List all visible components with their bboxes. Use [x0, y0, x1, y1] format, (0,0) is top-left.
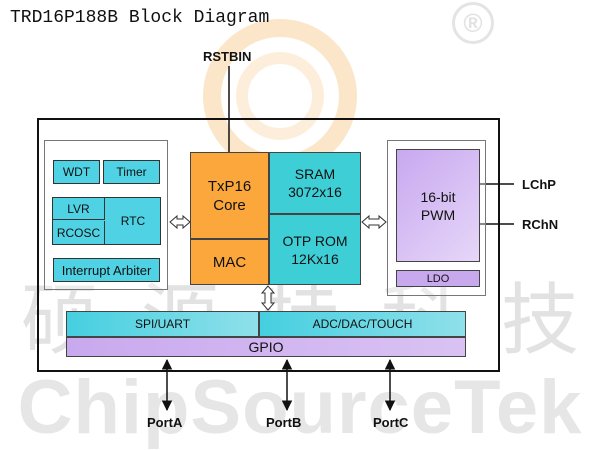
- rcosc-module: RCOSC: [53, 221, 105, 244]
- adc-dac-touch-bus: ADC/DAC/TOUCH: [259, 311, 466, 337]
- ldo-module: LDO: [396, 270, 480, 287]
- right-double-arrow: [361, 214, 387, 230]
- wdt-module: WDT: [53, 160, 100, 184]
- rtc-module: RTC: [106, 198, 160, 244]
- rstbin-label: RSTBIN: [203, 49, 252, 64]
- rchn-label: RChN: [522, 217, 559, 232]
- timer-module: Timer: [103, 160, 160, 184]
- interrupt-arbiter-module: Interrupt Arbiter: [53, 258, 160, 282]
- otp-rom-module: OTP ROM 12Kx16: [269, 214, 361, 285]
- registered-trademark-watermark: ®: [452, 2, 494, 44]
- cpu-core-line1: TxP16: [207, 177, 252, 195]
- portc-label: PortC: [373, 415, 409, 430]
- spi-uart-bus: SPI/UART: [66, 311, 259, 337]
- otp-rom-line2: 12Kx16: [291, 250, 339, 267]
- mac-module: MAC: [190, 239, 269, 285]
- gpio-bus: GPIO: [66, 337, 466, 357]
- otp-rom-line1: OTP ROM: [282, 232, 348, 249]
- watermark-char: 技: [500, 276, 579, 366]
- portb-label: PortB: [266, 415, 302, 430]
- porta-label: PortA: [147, 415, 183, 430]
- english-brand-watermark: ChipSourceTek: [17, 365, 583, 450]
- pwm-line2: PWM: [420, 206, 456, 223]
- chip-boundary: [37, 118, 500, 372]
- lchp-label: LChP: [522, 177, 556, 192]
- cpu-core-module: TxP16 Core: [190, 152, 269, 239]
- sram-line1: SRAM: [294, 166, 336, 182]
- sram-module: SRAM 3072x16: [269, 152, 361, 214]
- lvr-module: LVR: [53, 198, 105, 220]
- sram-line2: 3072x16: [288, 184, 342, 200]
- pwm-line1: 16-bit: [420, 188, 456, 205]
- bus-double-arrow: [260, 285, 276, 311]
- cpu-core-line2: Core: [213, 196, 246, 214]
- pwm-module: 16-bit PWM: [396, 149, 480, 262]
- diagram-title: TRD16P188B Block Diagram: [10, 8, 270, 28]
